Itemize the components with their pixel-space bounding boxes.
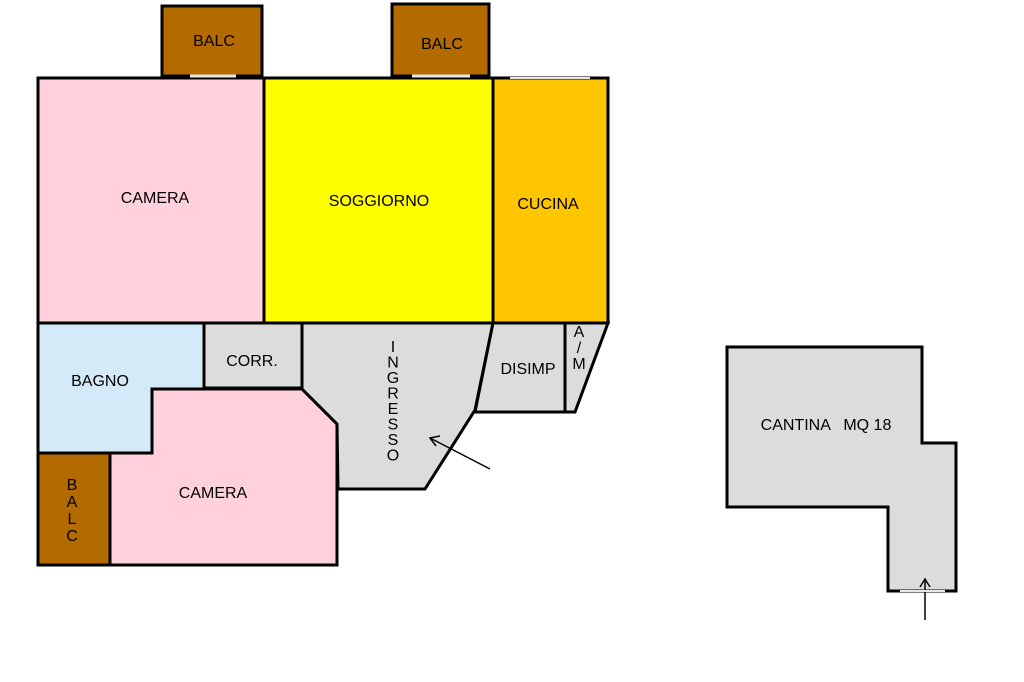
vertical-letter: R (387, 386, 399, 403)
room-am (563, 321, 611, 414)
vertical-letter: / (577, 340, 582, 357)
label-bagno: BAGNO (71, 373, 129, 390)
label-balc-side: BALC (66, 477, 78, 545)
vertical-letter: L (68, 511, 77, 528)
label-camera-top: CAMERA (121, 190, 190, 207)
label-soggiorno: SOGGIORNO (329, 193, 429, 210)
cellar-entrance-arrow (919, 577, 931, 620)
label-disimp: DISIMP (500, 361, 555, 378)
label-am: A/M (572, 324, 585, 373)
label-balc-top-left: BALC (193, 33, 235, 50)
room-soggiorno (262, 76, 495, 325)
vertical-letter: B (67, 477, 78, 494)
vertical-letter: C (66, 528, 78, 545)
entrance-arrow (428, 435, 491, 470)
label-camera-bottom: CAMERA (179, 485, 248, 502)
vertical-letter: M (572, 356, 585, 373)
room-camera-top (36, 76, 266, 325)
label-balc-top-middle: BALC (421, 36, 463, 53)
room-corr (202, 321, 304, 390)
vertical-letter: A (574, 324, 585, 341)
balcony-side (36, 451, 112, 567)
balcony-top-left (160, 4, 264, 78)
vertical-letter: E (388, 401, 399, 418)
label-cucina: CUCINA (517, 196, 579, 213)
vertical-letter: I (391, 339, 395, 356)
vertical-letter: G (387, 370, 399, 387)
vertical-letter: O (387, 448, 399, 465)
vertical-letter: S (388, 432, 399, 449)
label-corr: CORR. (226, 353, 278, 370)
vertical-letter: N (387, 355, 399, 372)
label-cantina: CANTINA MQ 18 (761, 417, 892, 434)
vertical-letter: S (388, 417, 399, 434)
room-cantina (725, 345, 958, 593)
vertical-letter: A (67, 494, 78, 511)
